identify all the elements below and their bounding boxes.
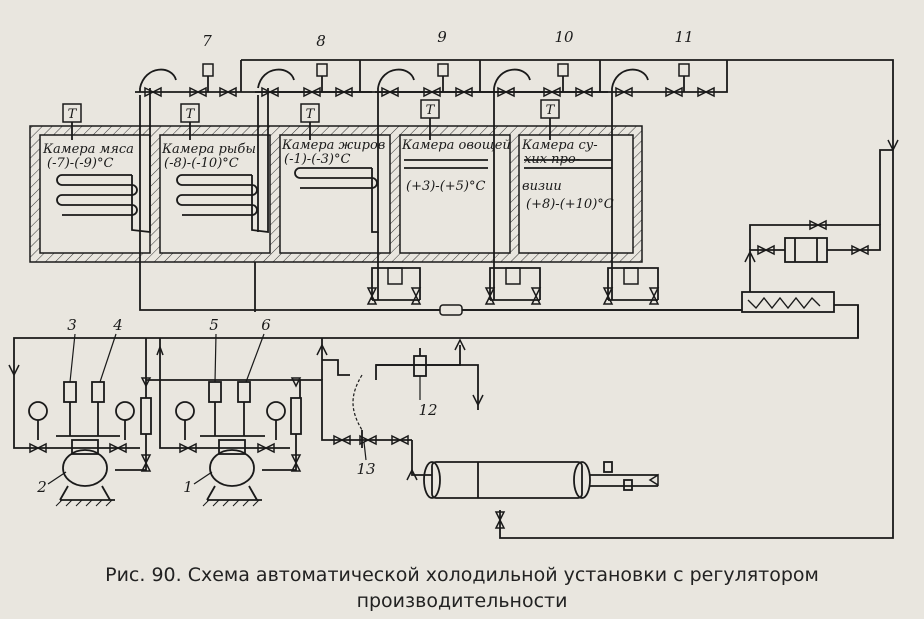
chamber-temp-dry: (+8)-(+10)°C bbox=[526, 197, 614, 212]
callout-2: 2 bbox=[36, 478, 47, 496]
refrigeration-schematic: T T T T T Камера мяса (-7)-(-9)°C Камера… bbox=[8, 28, 899, 539]
compressor-1 bbox=[175, 435, 290, 507]
chamber-temp-fish: (-8)-(-10)°C bbox=[164, 156, 239, 171]
chamber-name-vegetables: Камера овощей bbox=[401, 138, 511, 153]
chamber-name-dry-line1: Камера су- bbox=[521, 138, 598, 153]
chamber-name-fat: Камера жиров bbox=[281, 138, 385, 153]
callout-5: 5 bbox=[209, 316, 219, 334]
chamber-name-dry-line3: визии bbox=[522, 179, 562, 194]
evaporator-coil-dry bbox=[524, 159, 612, 169]
chamber-temp-fat: (-1)-(-3)°C bbox=[284, 152, 351, 167]
evaporator-coil-meat bbox=[56, 174, 138, 216]
chamber-temp-vegetables: (+3)-(+5)°C bbox=[406, 179, 486, 194]
chamber-name-fish: Камера рыбы bbox=[161, 142, 256, 157]
callout-7: 7 bbox=[202, 32, 212, 50]
chamber-name-meat: Камера мяса bbox=[42, 142, 134, 157]
thermostat-label: T bbox=[546, 103, 556, 118]
compressor-2 bbox=[30, 435, 140, 507]
callout-11: 11 bbox=[674, 28, 693, 46]
evaporator-coil-fat bbox=[294, 167, 378, 189]
chamber-temp-meat: (-7)-(-9)°C bbox=[47, 156, 114, 171]
thermostat-label: T bbox=[186, 107, 196, 122]
callout-8: 8 bbox=[316, 32, 326, 50]
thermostats bbox=[62, 99, 560, 123]
callout-13: 13 bbox=[356, 460, 375, 478]
callout-4: 4 bbox=[112, 316, 123, 334]
callout-12: 12 bbox=[418, 401, 437, 419]
condenser bbox=[423, 461, 658, 499]
evaporator-coil-fish bbox=[176, 174, 258, 216]
callout-6: 6 bbox=[261, 316, 271, 334]
thermostat-label: T bbox=[426, 103, 436, 118]
thermostat-label: T bbox=[68, 107, 78, 122]
callout-1: 1 bbox=[183, 478, 193, 496]
chamber-name-dry-line2: хих про- bbox=[524, 152, 580, 167]
evaporator-coil-vegetables bbox=[404, 159, 488, 169]
callout-3: 3 bbox=[67, 316, 77, 334]
figure-caption-line2: производительности bbox=[356, 590, 568, 612]
callout-9: 9 bbox=[437, 28, 447, 46]
valves bbox=[8, 63, 899, 529]
figure-caption-line1: Рис. 90. Схема автоматической холодильно… bbox=[105, 564, 819, 586]
callout-10: 10 bbox=[554, 28, 574, 46]
thermostat-label: T bbox=[306, 107, 316, 122]
